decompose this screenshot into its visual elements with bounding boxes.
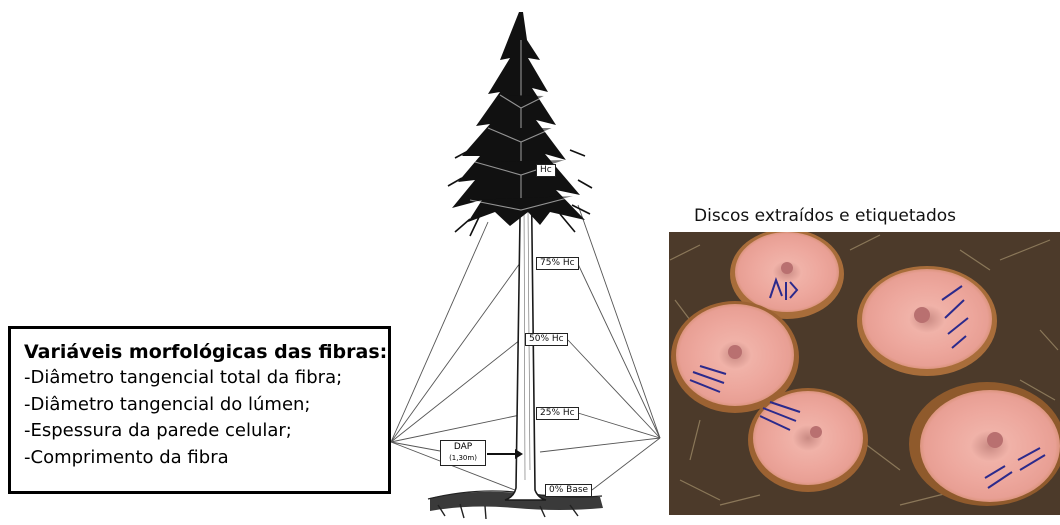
fiber-variable-item: -Diâmetro tangencial do lúmen; — [24, 392, 380, 419]
tree-label-50: 50% Hc — [525, 333, 568, 346]
dap-subtitle: (1,30m) — [441, 453, 485, 464]
dap-label: DAP (1,30m) — [440, 440, 486, 466]
fiber-variables-title: Variáveis morfológicas das fibras: — [24, 339, 380, 365]
tree-canopy — [448, 12, 592, 236]
tree-label-75: 75% Hc — [536, 257, 579, 270]
tree-label-hc: Hc — [536, 164, 556, 177]
dap-arrow — [487, 447, 527, 461]
fiber-variable-item: -Diâmetro tangencial total da fibra; — [24, 365, 380, 392]
photo-frame — [669, 232, 1060, 515]
fiber-variables-box: Variáveis morfológicas das fibras: -Diâm… — [8, 326, 391, 494]
fiber-variables-list: -Diâmetro tangencial total da fibra; -Di… — [24, 365, 380, 471]
tree-label-base: 0% Base — [545, 484, 592, 497]
connector-lines-right — [540, 205, 660, 490]
tree-label-25: 25% Hc — [536, 407, 579, 420]
dap-title: DAP — [441, 442, 485, 453]
fiber-variable-item: -Comprimento da fibra — [24, 445, 380, 472]
fiber-variable-item: -Espessura da parede celular; — [24, 418, 380, 445]
photo-caption: Discos extraídos e etiquetados — [694, 206, 1034, 226]
